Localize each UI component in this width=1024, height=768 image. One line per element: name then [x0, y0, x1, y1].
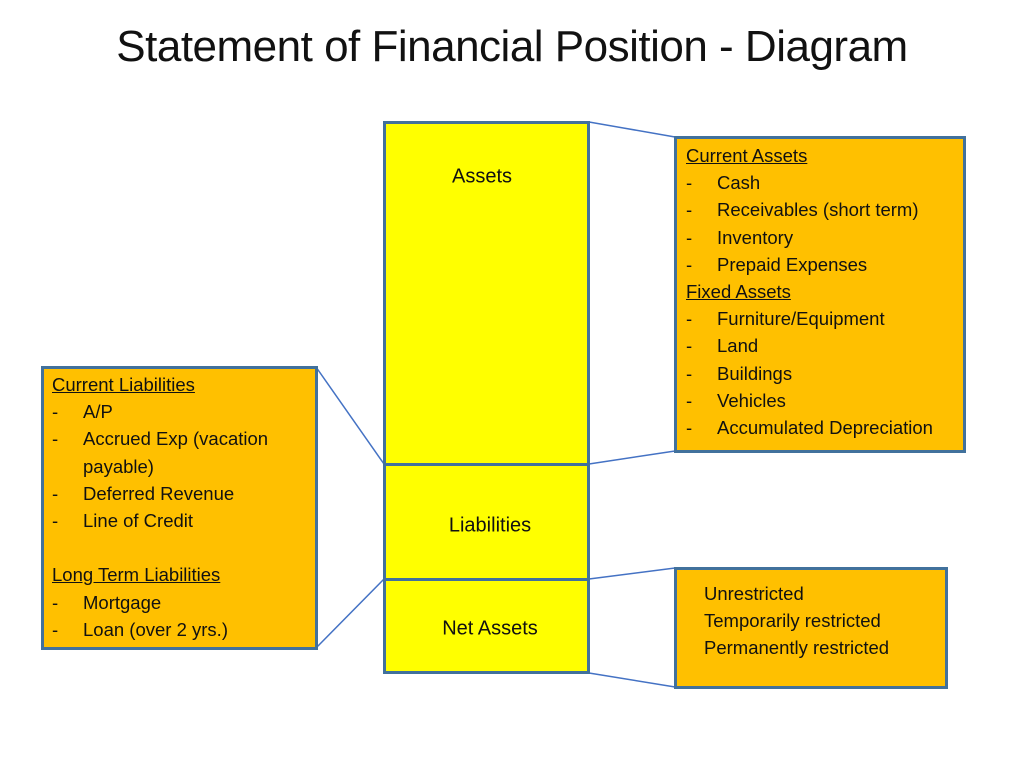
current-liabilities-header: Current Liabilities: [52, 374, 195, 395]
list-item: Accumulated Depreciation: [717, 416, 933, 438]
net-assets-detail-box: Unrestricted Temporarily restricted Perm…: [674, 567, 948, 689]
connector-line: [588, 567, 676, 580]
assets-label: Assets: [451, 165, 513, 188]
connector-line: [315, 366, 385, 465]
list-item: Accrued Exp (vacation: [83, 428, 269, 450]
long-term-liabilities-header: Long Term Liabilities: [52, 564, 221, 586]
list-item: A/P: [83, 401, 113, 423]
list-item: Cash: [717, 172, 761, 194]
connector-line: [588, 121, 676, 138]
list-item: Temporarily restricted: [704, 610, 881, 632]
list-item: Line of Credit: [83, 509, 194, 531]
fixed-assets-header: Fixed Assets: [686, 280, 791, 302]
list-item: Receivables (short term): [717, 199, 919, 221]
list-item: Unrestricted: [704, 583, 804, 604]
list-item: Permanently restricted: [704, 637, 890, 659]
connector-line: [588, 672, 676, 688]
list-item: Land: [717, 335, 759, 357]
connector-line: [588, 450, 676, 465]
list-item: Prepaid Expenses: [717, 253, 868, 275]
list-item: Buildings: [717, 362, 793, 384]
liabilities-label: Liabilities: [448, 514, 532, 537]
list-item: Vehicles: [717, 389, 786, 411]
assets-detail-box: Current Assets -Cash -Receivables (short…: [674, 136, 966, 453]
net-assets-label: Net Assets: [442, 617, 538, 640]
current-assets-header: Current Assets: [686, 145, 808, 166]
list-item-continued: payable): [83, 455, 154, 477]
assets-block: [383, 121, 590, 466]
liabilities-detail-box: Current Liabilities -A/P -Accrued Exp (v…: [41, 366, 318, 650]
list-item: Inventory: [717, 226, 794, 248]
net-assets-block: [383, 578, 590, 674]
list-item: Mortgage: [83, 591, 162, 613]
connector-line: [315, 578, 385, 649]
list-item: Deferred Revenue: [83, 482, 235, 504]
list-item: Furniture/Equipment: [717, 308, 885, 330]
liabilities-block: [383, 463, 590, 581]
page-title: Statement of Financial Position - Diagra…: [116, 22, 908, 71]
list-item: Loan (over 2 yrs.): [83, 618, 228, 640]
